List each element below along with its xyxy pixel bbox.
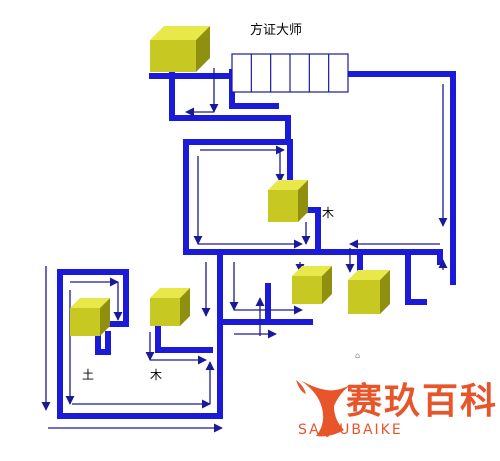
cube-earth-top-face bbox=[70, 298, 110, 308]
cube-top bbox=[150, 26, 210, 72]
cube-right-large bbox=[348, 270, 390, 314]
fishtail-logo-icon bbox=[296, 380, 352, 437]
cube-right-small-front-face bbox=[292, 276, 322, 304]
cube-earth-side-face bbox=[100, 298, 110, 336]
cube-wood-lower-front-face bbox=[150, 298, 180, 326]
flow-arrows bbox=[41, 68, 448, 433]
pipe-main-trunk bbox=[183, 249, 443, 265]
cube-right-small-side-face bbox=[322, 266, 332, 304]
cube-group bbox=[70, 26, 390, 336]
watermark-cn: 赛玖百科 bbox=[346, 381, 499, 422]
cube-earth-front-face bbox=[70, 308, 100, 336]
pipe-network bbox=[57, 69, 456, 419]
cube-wood-lower bbox=[150, 288, 190, 326]
cube-right-large-side-face bbox=[380, 270, 390, 314]
wood-label-lower: 木 bbox=[150, 368, 163, 382]
cube-right-large-top-face bbox=[348, 270, 390, 280]
cube-wood-lower-side-face bbox=[180, 288, 190, 326]
cube-wood-upper-top-face bbox=[268, 180, 308, 190]
pipe-trunk-drop-c bbox=[405, 249, 427, 305]
manifold-box bbox=[231, 53, 349, 93]
watermark-en: SAIJIUBAIKE bbox=[298, 422, 403, 438]
cube-wood-lower-top-face bbox=[150, 288, 190, 298]
earth-label-lower: 土 bbox=[82, 368, 95, 382]
cube-right-large-front-face bbox=[348, 280, 380, 314]
cube-top-side-face bbox=[196, 26, 210, 72]
pipe-top-outlet bbox=[169, 71, 291, 145]
cube-right-small bbox=[292, 266, 332, 304]
cube-wood-upper-front-face bbox=[268, 190, 298, 222]
title-label: 方证大师 bbox=[250, 23, 303, 38]
cube-top-top-face bbox=[150, 26, 210, 40]
pipe-lower-trunk bbox=[57, 269, 223, 419]
cube-right-small-top-face bbox=[292, 266, 332, 276]
wood-label-upper: 木 bbox=[322, 206, 335, 220]
tiny-mark-label: ⌂ bbox=[355, 351, 361, 360]
cube-wood-upper bbox=[268, 180, 308, 222]
pipe-lower-middle bbox=[155, 319, 213, 353]
cube-wood-upper-side-face bbox=[298, 180, 308, 222]
pipe-right-return bbox=[347, 71, 456, 285]
cube-top-front-face bbox=[150, 40, 196, 72]
cube-earth bbox=[70, 298, 110, 336]
